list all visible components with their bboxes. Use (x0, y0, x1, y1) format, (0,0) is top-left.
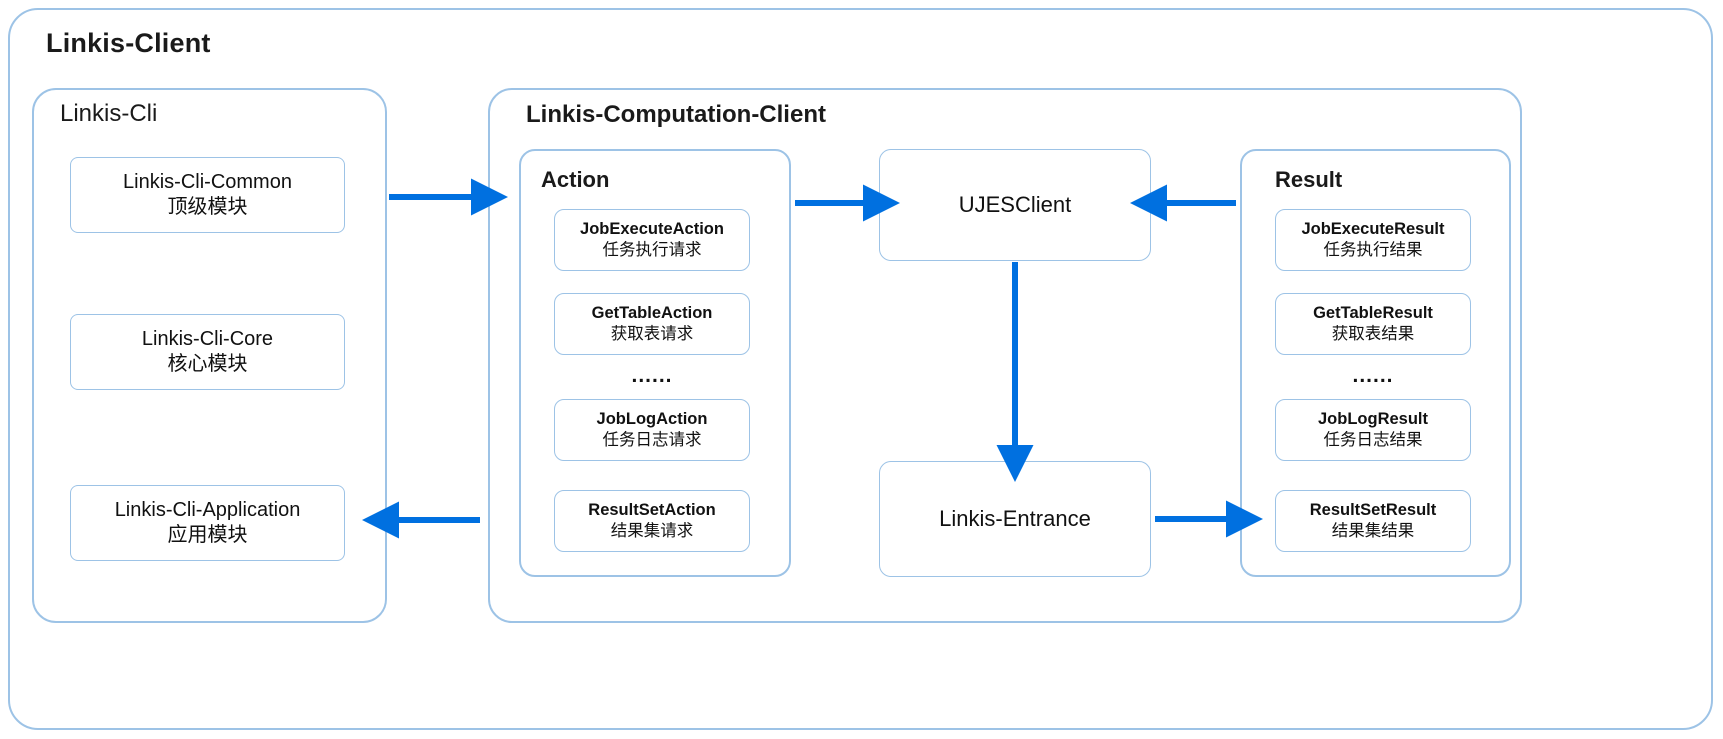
node-label-en: JobLogAction (596, 410, 708, 429)
node-linkis-cli-application: Linkis-Cli-Application 应用模块 (70, 485, 345, 561)
node-result-set-result: ResultSetResult 结果集结果 (1275, 490, 1471, 552)
node-linkis-cli-common: Linkis-Cli-Common 顶级模块 (70, 157, 345, 233)
result-ellipsis: ...... (1352, 364, 1394, 387)
node-label-en: Linkis-Cli-Common (123, 171, 292, 193)
node-get-table-action: GetTableAction 获取表请求 (554, 293, 750, 355)
node-label-en: Linkis-Entrance (939, 506, 1091, 531)
node-job-execute-action: JobExecuteAction 任务执行请求 (554, 209, 750, 271)
node-label-zh: 任务执行结果 (1323, 241, 1423, 259)
action-group-title: Action (541, 167, 610, 192)
node-label-en: Linkis-Cli-Core (141, 328, 274, 350)
node-label-en: JobExecuteAction (580, 220, 724, 239)
node-label-zh: 任务日志请求 (602, 431, 702, 449)
node-job-execute-result: JobExecuteResult 任务执行结果 (1275, 209, 1471, 271)
node-label-zh: 结果集请求 (610, 522, 694, 540)
node-result-set-action: ResultSetAction 结果集请求 (554, 490, 750, 552)
node-ujes-client: UJESClient (879, 149, 1151, 261)
node-job-log-result: JobLogResult 任务日志结果 (1275, 399, 1471, 461)
node-label-en: JobLogResult (1318, 410, 1428, 429)
node-label-zh: 获取表结果 (1331, 325, 1415, 343)
linkis-client-title: Linkis-Client (46, 28, 211, 58)
node-label-zh: 顶级模块 (167, 196, 248, 218)
action-ellipsis: ...... (631, 364, 673, 387)
node-label-zh: 核心模块 (167, 353, 248, 375)
node-label-zh: 任务执行请求 (602, 241, 702, 259)
node-label-zh: 任务日志结果 (1323, 431, 1423, 449)
node-label-en: GetTableAction (591, 304, 713, 323)
linkis-cli-title: Linkis-Cli (60, 100, 158, 127)
node-label-en: ResultSetResult (1309, 501, 1437, 520)
node-get-table-result: GetTableResult 获取表结果 (1275, 293, 1471, 355)
node-label-en: UJESClient (958, 192, 1072, 217)
linkis-computation-client-title: Linkis-Computation-Client (526, 101, 826, 128)
node-job-log-action: JobLogAction 任务日志请求 (554, 399, 750, 461)
result-group-title: Result (1275, 167, 1343, 192)
node-label-zh: 获取表请求 (610, 325, 694, 343)
node-linkis-entrance: Linkis-Entrance (879, 461, 1151, 577)
node-label-en: GetTableResult (1313, 304, 1433, 323)
node-label-en: ResultSetAction (588, 501, 716, 520)
node-linkis-cli-core: Linkis-Cli-Core 核心模块 (70, 314, 345, 390)
node-label-en: Linkis-Cli-Application (114, 499, 301, 521)
node-label-zh: 结果集结果 (1331, 522, 1415, 540)
node-label-en: JobExecuteResult (1301, 220, 1445, 239)
node-label-zh: 应用模块 (167, 524, 248, 546)
